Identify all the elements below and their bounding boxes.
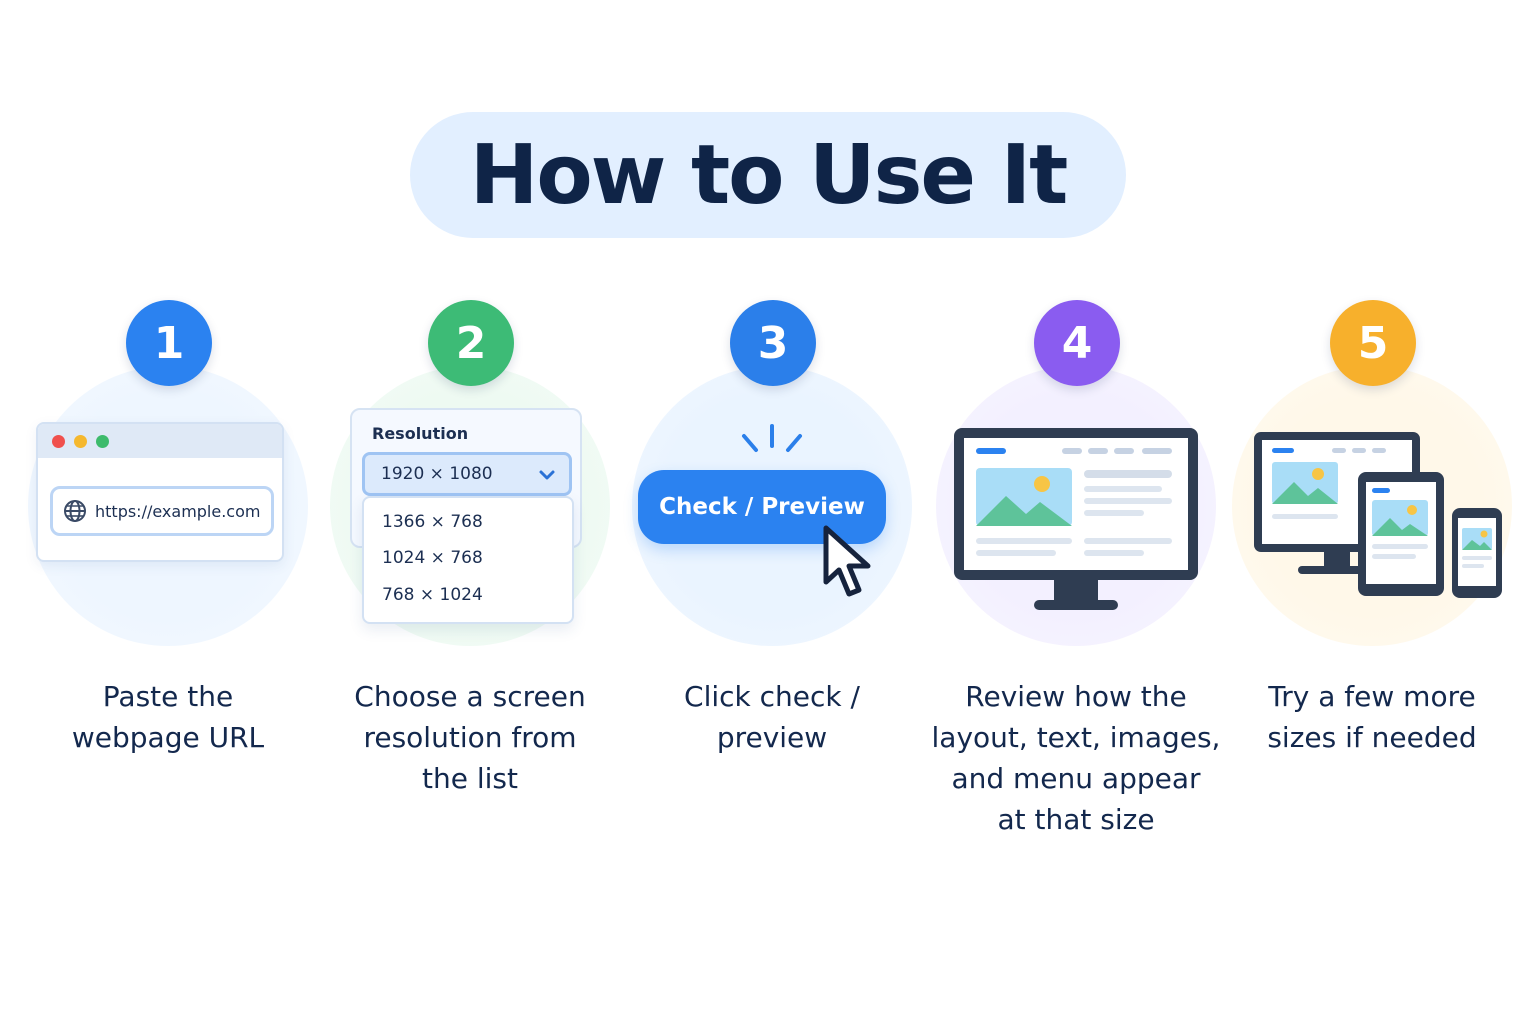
caption-line: and menu appear xyxy=(951,762,1201,795)
url-text: https://example.com xyxy=(95,501,261,521)
step-5-number: 5 xyxy=(1357,317,1389,369)
tablet-icon xyxy=(1358,472,1444,596)
resolution-option[interactable]: 1366 × 768 xyxy=(382,512,483,532)
step-4-illustration xyxy=(926,300,1226,660)
step-3-caption: Click check / preview xyxy=(612,676,932,758)
minimize-dot-icon xyxy=(74,434,87,448)
title-pill: How to Use It xyxy=(410,112,1126,238)
caption-line: Review how the xyxy=(965,680,1187,713)
globe-icon xyxy=(64,500,86,522)
caption-line: preview xyxy=(716,721,828,754)
browser-titlebar xyxy=(38,424,282,458)
close-dot-icon xyxy=(52,434,65,448)
caption-line: at that size xyxy=(997,803,1155,836)
step-1-badge: 1 xyxy=(126,300,212,386)
desktop-monitor-icon xyxy=(954,428,1198,610)
step-3: Check / Preview 3 Click check / preview xyxy=(622,300,922,860)
caption-line: the list xyxy=(422,762,518,795)
browser-window-icon: https://example.com xyxy=(36,422,284,562)
caption-line: layout, text, images, xyxy=(931,721,1221,754)
step-5-badge: 5 xyxy=(1330,300,1416,386)
step-4-badge: 4 xyxy=(1034,300,1120,386)
check-preview-label: Check / Preview xyxy=(659,494,865,520)
step-3-illustration: Check / Preview xyxy=(622,300,922,660)
cursor-arrow-icon xyxy=(823,525,871,597)
resolution-option[interactable]: 1024 × 768 xyxy=(382,548,483,568)
phone-icon xyxy=(1452,508,1502,598)
caption-line: webpage URL xyxy=(71,721,265,754)
caption-line: Choose a screen xyxy=(354,680,586,713)
step-2-badge: 2 xyxy=(428,300,514,386)
step-4-caption: Review how the layout, text, images, and… xyxy=(916,676,1236,840)
step-3-number: 3 xyxy=(757,317,789,369)
multi-device-icon xyxy=(1254,432,1502,598)
maximize-dot-icon xyxy=(96,434,109,448)
caption-line: Try a few more xyxy=(1268,680,1476,713)
step-2-number: 2 xyxy=(455,317,487,369)
resolution-options: 1366 × 768 1024 × 768 768 × 1024 xyxy=(362,496,574,624)
caption-line: resolution from xyxy=(363,721,577,754)
resolution-select[interactable]: 1920 × 1080 xyxy=(362,452,572,496)
step-4-number: 4 xyxy=(1061,317,1093,369)
page-title: How to Use It xyxy=(469,127,1069,223)
step-2-illustration: Resolution 1920 × 1080 1366 × 768 1024 ×… xyxy=(320,300,620,660)
resolution-option[interactable]: 768 × 1024 xyxy=(382,585,483,605)
click-burst-icon xyxy=(742,424,802,452)
step-1-illustration: https://example.com xyxy=(18,300,318,660)
resolution-selected: 1920 × 1080 xyxy=(381,464,493,484)
step-5-illustration xyxy=(1222,300,1522,660)
caption-line: sizes if needed xyxy=(1267,721,1477,754)
step-1-caption: Paste the webpage URL xyxy=(8,676,328,758)
step-5-caption: Try a few more sizes if needed xyxy=(1212,676,1532,758)
url-input[interactable]: https://example.com xyxy=(50,486,274,536)
step-2: Resolution 1920 × 1080 1366 × 768 1024 ×… xyxy=(320,300,620,860)
check-preview-button[interactable]: Check / Preview xyxy=(638,470,886,544)
step-2-caption: Choose a screen resolution from the list xyxy=(310,676,630,799)
caption-line: Click check / xyxy=(684,680,860,713)
chevron-down-icon xyxy=(539,470,555,480)
step-3-badge: 3 xyxy=(730,300,816,386)
step-4: 4 Review how the layout, text, images, a… xyxy=(926,300,1226,860)
resolution-label: Resolution xyxy=(372,424,469,443)
step-5: 5 Try a few more sizes if needed xyxy=(1222,300,1522,860)
caption-line: Paste the xyxy=(102,680,234,713)
step-1: https://example.com 1 Paste the webpage … xyxy=(18,300,318,860)
step-1-number: 1 xyxy=(153,317,185,369)
